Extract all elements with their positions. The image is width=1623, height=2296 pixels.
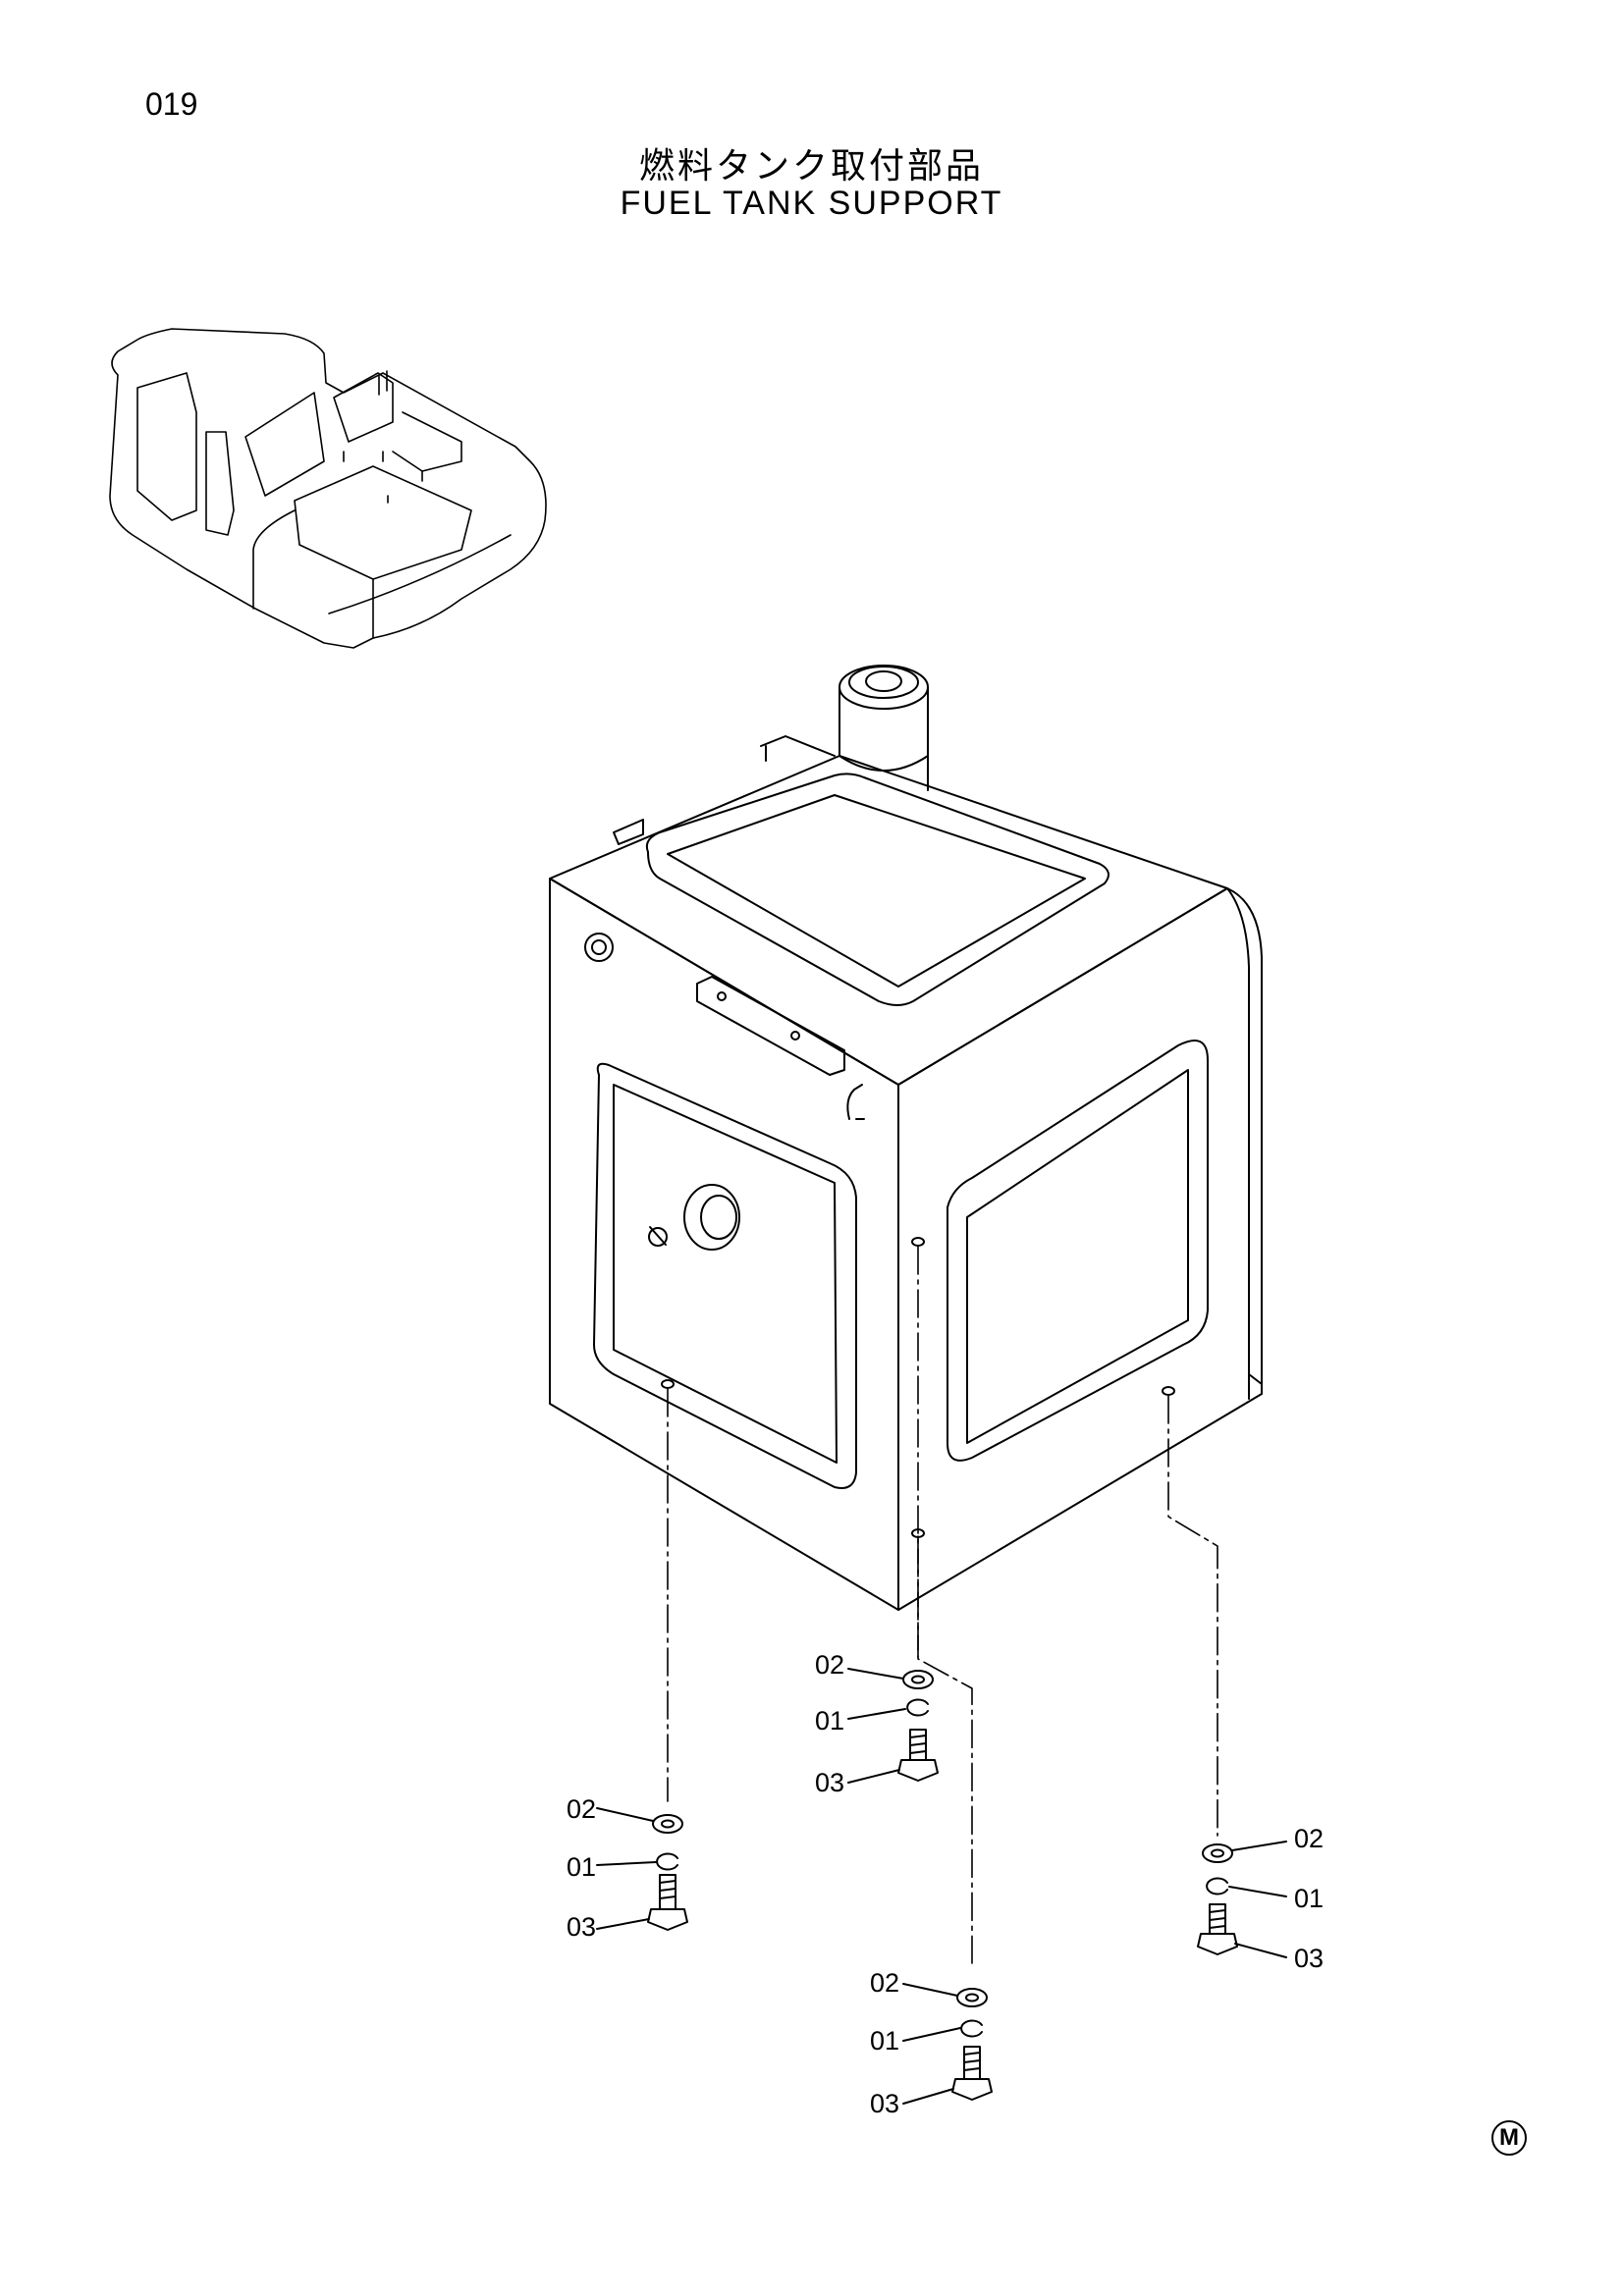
callout-center-bolt: 03 [815,1768,844,1797]
assembly-leader-lines [667,1246,1218,1964]
page-title-english: FUEL TANK SUPPORT [620,185,1003,222]
callout-right-washer: 02 [1294,1824,1324,1853]
callout-center-washer: 02 [815,1650,844,1680]
hardware-group-bottom [902,1983,993,2105]
callout-left-washer: 02 [567,1794,596,1824]
fuel-tank-body [549,665,1263,1611]
callout-bottom-lock-washer: 01 [870,2026,899,2056]
hardware-group-left [596,1807,688,1931]
hardware-group-center-upper [847,1668,939,1784]
callout-left-bolt: 03 [567,1912,596,1942]
callout-left-lock-washer: 01 [567,1852,596,1882]
hardware-group-right [1197,1841,1287,1958]
callout-bottom-bolt: 03 [870,2089,899,2118]
callout-right-bolt: 03 [1294,1944,1324,1973]
callout-center-lock-washer: 01 [815,1706,844,1735]
page-number: 019 [145,86,198,122]
manufacturer-mark: M [1491,2120,1527,2156]
callout-right-lock-washer: 01 [1294,1884,1324,1913]
page-title-japanese: 燃料タンク取付部品 [638,146,984,187]
excavator-location-thumbnail [109,328,547,649]
callout-bottom-washer: 02 [870,1968,899,1998]
